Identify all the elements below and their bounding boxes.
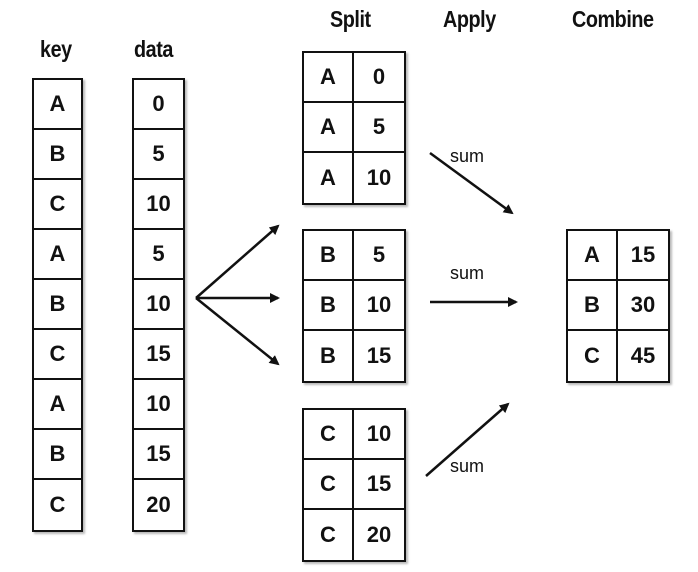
apply-label-a: sum xyxy=(450,146,485,166)
split-key-cell: A xyxy=(304,153,354,203)
split-key-cell: B xyxy=(304,281,354,331)
data-cell: 10 xyxy=(134,180,183,230)
split-value-cell: 5 xyxy=(354,103,404,153)
combine-value-cell: 30 xyxy=(618,281,668,331)
split-group-a: A 0 A 5 A 10 xyxy=(302,51,406,205)
split-value-cell: 15 xyxy=(366,343,392,368)
data-cell: 0 xyxy=(134,80,183,130)
data-cell: 10 xyxy=(134,380,183,430)
split-header: Split xyxy=(330,6,371,32)
key-cell: B xyxy=(34,130,81,180)
split-arrow-top xyxy=(195,224,280,299)
split-key-cell: B xyxy=(304,331,354,381)
split-value-cell: 0 xyxy=(354,53,404,103)
combine-value-cell: 15 xyxy=(618,231,668,281)
split-key-cell: C xyxy=(304,410,354,460)
key-cell: B xyxy=(34,280,81,330)
key-column: A B C A B C A B C xyxy=(32,78,83,532)
data-cell: 20 xyxy=(146,492,171,517)
split-key-cell: A xyxy=(304,103,354,153)
split-key-cell: C xyxy=(304,510,354,560)
split-group-c: C 10 C 15 C 20 xyxy=(302,408,406,562)
combine-key-cell: B xyxy=(568,281,618,331)
key-cell: A xyxy=(34,80,81,130)
combine-value-cell: 45 xyxy=(630,343,656,368)
split-value-cell: 10 xyxy=(354,410,404,460)
split-value-cell: 20 xyxy=(366,522,392,547)
split-key-cell: A xyxy=(304,53,354,103)
key-header: key xyxy=(40,36,72,62)
data-cell: 10 xyxy=(134,280,183,330)
key-cell: B xyxy=(34,430,81,480)
split-value-cell: 10 xyxy=(354,281,404,331)
data-cell: 5 xyxy=(134,230,183,280)
apply-header: Apply xyxy=(443,6,496,32)
data-header: data xyxy=(134,36,173,62)
key-cell: A xyxy=(34,380,81,430)
split-key-cell: B xyxy=(304,231,354,281)
combine-key-cell: A xyxy=(568,231,618,281)
combine-header: Combine xyxy=(572,6,654,32)
split-group-b: B 5 B 10 B 15 xyxy=(302,229,406,383)
split-value-cell: 10 xyxy=(366,165,392,190)
split-arrow-bottom xyxy=(195,297,280,366)
combine-key-cell: C xyxy=(568,331,618,381)
split-value-cell: 5 xyxy=(354,231,404,281)
split-key-cell: C xyxy=(304,460,354,510)
apply-arrow-top xyxy=(429,151,514,215)
data-cell: 15 xyxy=(134,330,183,380)
apply-arrow-bottom xyxy=(425,402,510,477)
key-cell: C xyxy=(34,330,81,380)
data-cell: 5 xyxy=(134,130,183,180)
combine-table: A 15 B 30 C 45 xyxy=(566,229,670,383)
apply-label-b: sum xyxy=(450,263,485,283)
data-cell: 15 xyxy=(134,430,183,480)
key-cell: C xyxy=(34,180,81,230)
key-cell: C xyxy=(49,492,66,517)
data-column: 0 5 10 5 10 15 10 15 20 xyxy=(132,78,185,532)
split-value-cell: 15 xyxy=(354,460,404,510)
apply-label-c: sum xyxy=(450,456,485,476)
key-cell: A xyxy=(34,230,81,280)
